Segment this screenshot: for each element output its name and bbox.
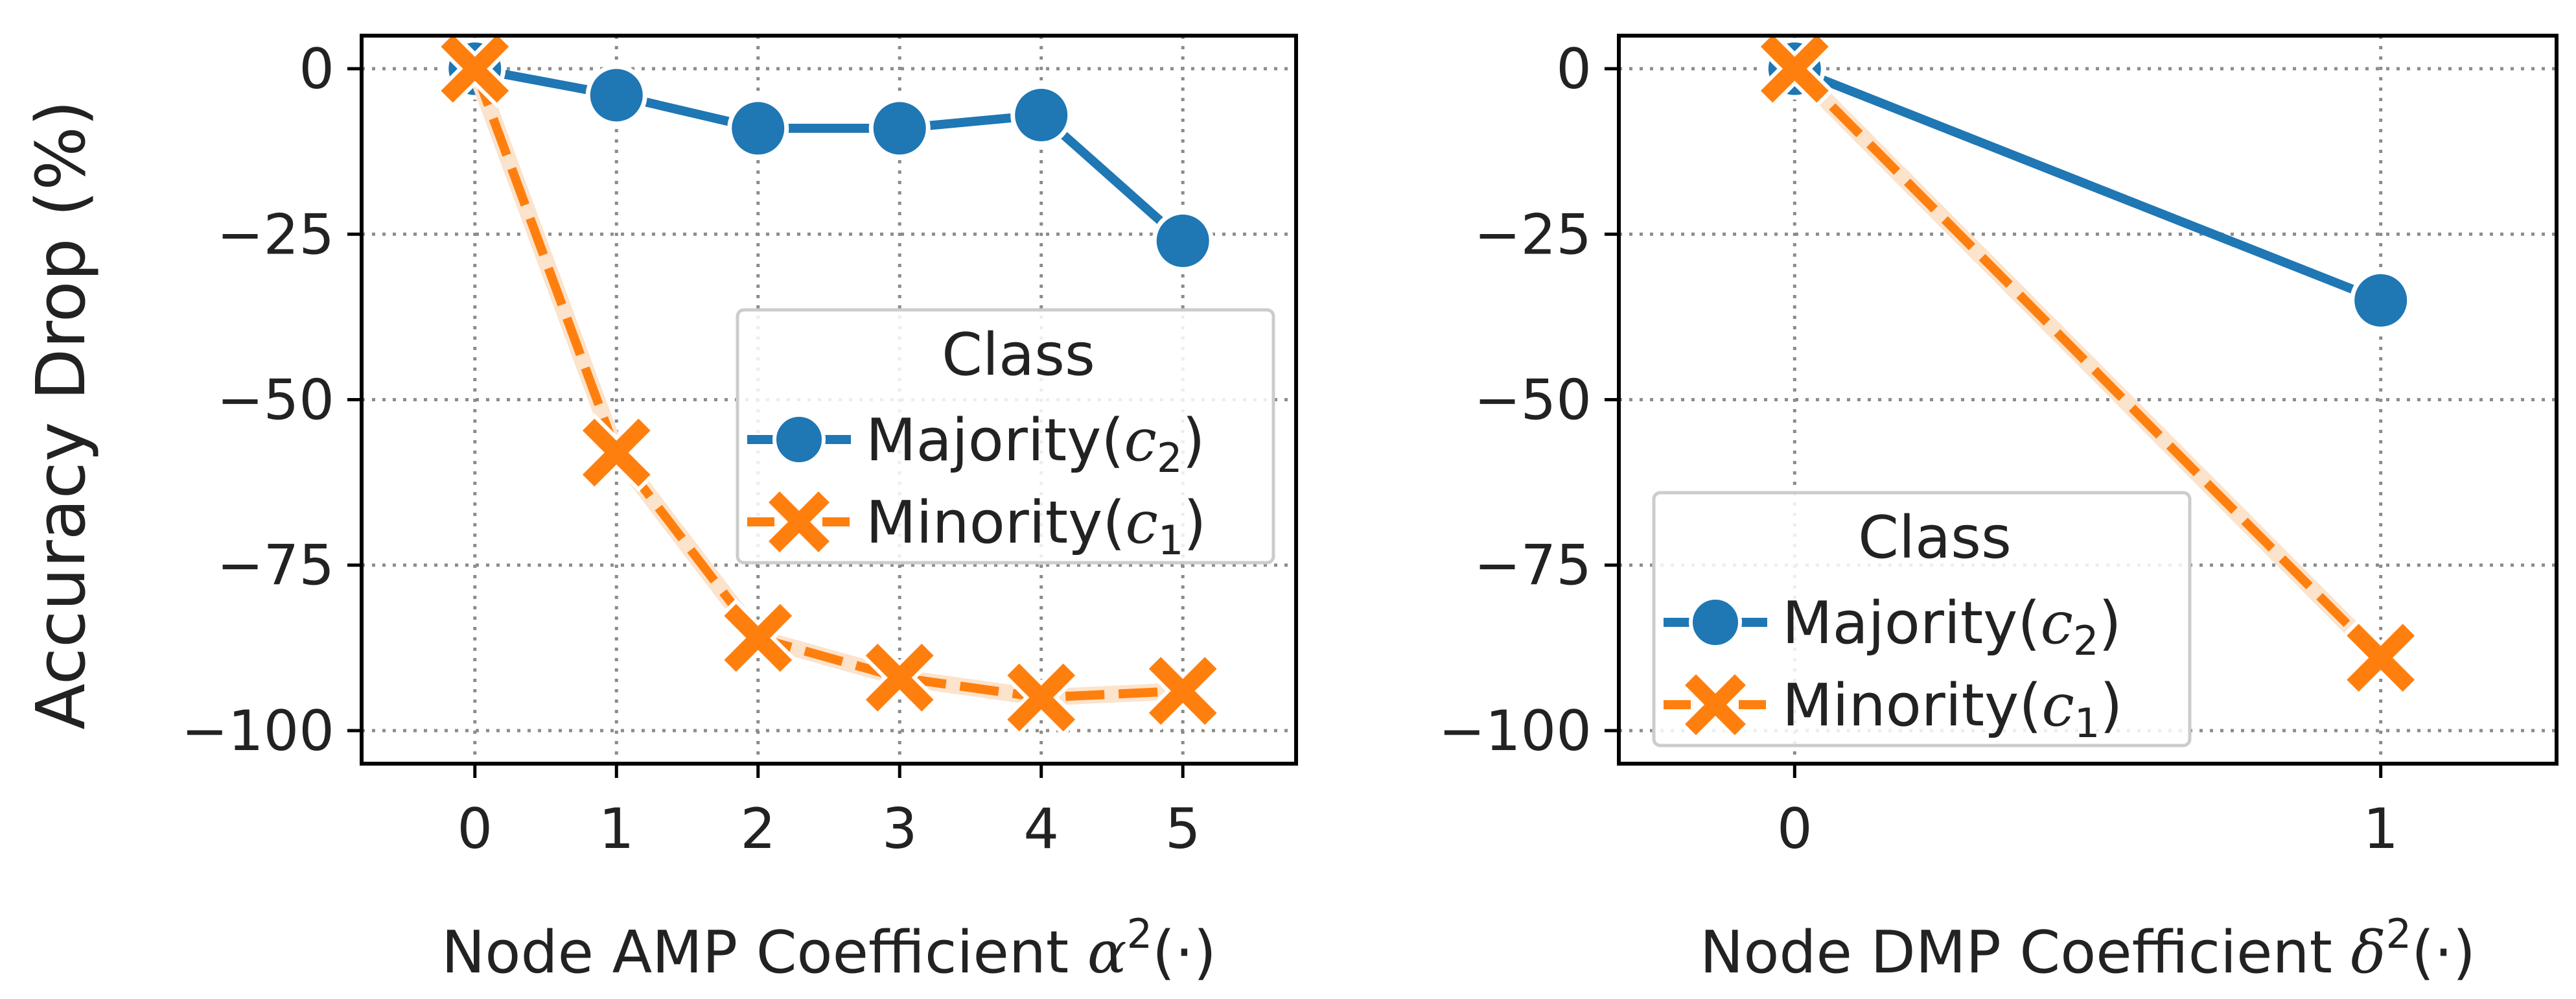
data-point-minority [724, 604, 793, 672]
legend-entry-label: Majority(c2) [866, 406, 1205, 482]
plot-frame [360, 34, 1298, 766]
legend-marker-majority [772, 413, 826, 466]
plot-frame [1617, 34, 2559, 766]
legend-title: Class [942, 321, 1095, 389]
data-point-minority [1007, 663, 1076, 732]
y-tick-label: −100 [1439, 699, 1592, 764]
series-line-minority [470, 67, 1183, 702]
x-axis-label: Node AMP Coefficient α2(·) [441, 910, 1216, 987]
y-tick-label: −75 [1474, 534, 1592, 598]
x-tick-label: 0 [457, 797, 493, 862]
data-point-minority [2347, 624, 2415, 692]
data-point-majority [868, 97, 931, 159]
y-tick-label: −50 [1474, 368, 1592, 433]
data-point-minority [441, 34, 509, 103]
y-tick-label: −50 [217, 368, 335, 433]
x-tick-label: 2 [740, 797, 776, 862]
series-line-majority [1793, 64, 2383, 305]
x-tick-label: 4 [1023, 797, 1059, 862]
data-point-minority [865, 643, 934, 712]
legend-title: Class [1858, 504, 2012, 572]
data-point-majority [2350, 269, 2412, 331]
x-tick-label: 1 [2363, 797, 2398, 862]
data-point-majority [727, 97, 789, 159]
legend-box [736, 308, 1275, 565]
data-point-majority [1010, 84, 1073, 147]
x-tick-label: 5 [1165, 797, 1201, 862]
data-point-majority [585, 64, 647, 126]
series-line-majority [474, 64, 1186, 244]
legend-marker-minority [769, 491, 830, 552]
legend-entry-label: Majority(c2) [1782, 589, 2122, 664]
y-tick-label: −25 [217, 202, 335, 267]
x-axis-label: Node DMP Coefficient δ2(·) [1700, 910, 2476, 987]
legend-marker-minority [1685, 674, 1746, 735]
data-point-minority [582, 418, 651, 487]
data-point-minority [1148, 657, 1217, 725]
x-tick-label: 1 [599, 797, 634, 862]
legend-box [1652, 491, 2192, 747]
legend-entry-label: Minority(c1) [866, 489, 1206, 564]
legend-marker-majority [1689, 596, 1742, 649]
x-tick-label: 0 [1777, 797, 1813, 862]
legend-entry-label: Minority(c1) [1782, 672, 2122, 747]
y-tick-label: −75 [217, 534, 335, 598]
y-tick-label: −100 [181, 699, 334, 764]
x-tick-label: 3 [882, 797, 918, 862]
series-line-minority [1791, 65, 2384, 661]
data-point-minority [1760, 34, 1829, 103]
y-axis-label: Accuracy Drop (%) [21, 100, 100, 729]
y-tick-label: 0 [299, 37, 334, 102]
data-point-majority [1152, 209, 1214, 272]
y-tick-label: −25 [1474, 202, 1592, 267]
y-tick-label: 0 [1556, 37, 1592, 102]
